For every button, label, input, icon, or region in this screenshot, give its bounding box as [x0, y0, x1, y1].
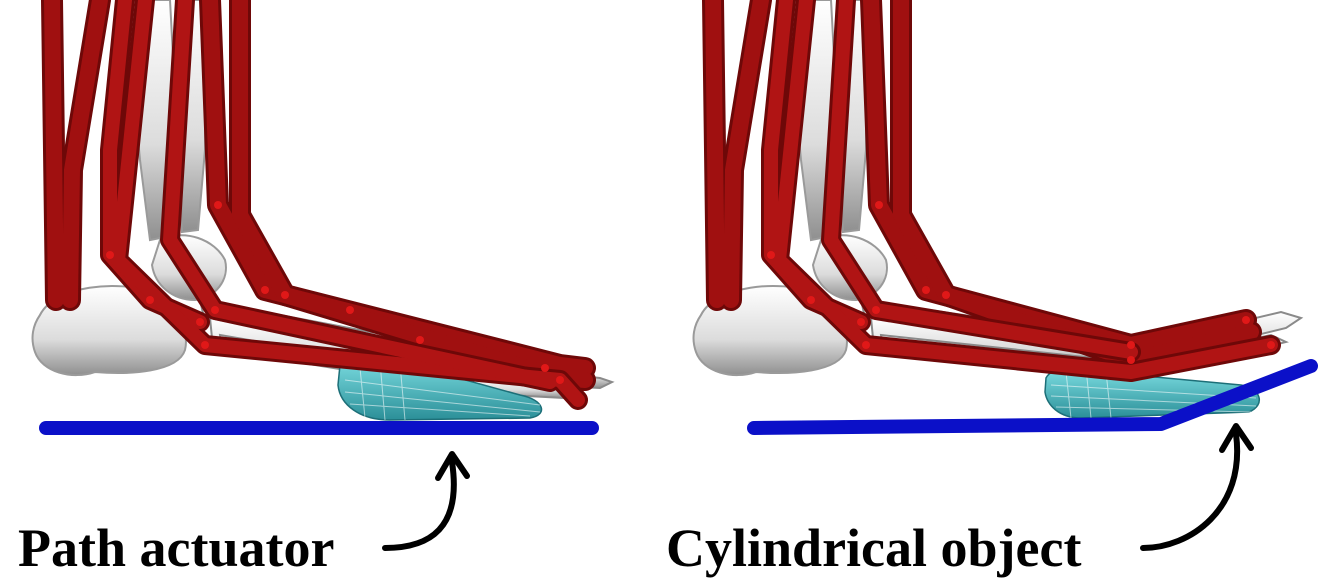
panel-caption: Cylindrical object: [666, 516, 1081, 580]
pointer-arrow: [1143, 426, 1251, 548]
panel-caption: Path actuator: [18, 516, 334, 580]
pointer-arrow: [385, 454, 467, 548]
ground-platform: [754, 366, 1311, 428]
panel-path-actuator: Path actuator: [0, 0, 661, 584]
panel-cylindrical-object: Cylindrical object: [661, 0, 1322, 584]
foot-model-left: [0, 0, 661, 584]
foot-model-right: [661, 0, 1322, 584]
